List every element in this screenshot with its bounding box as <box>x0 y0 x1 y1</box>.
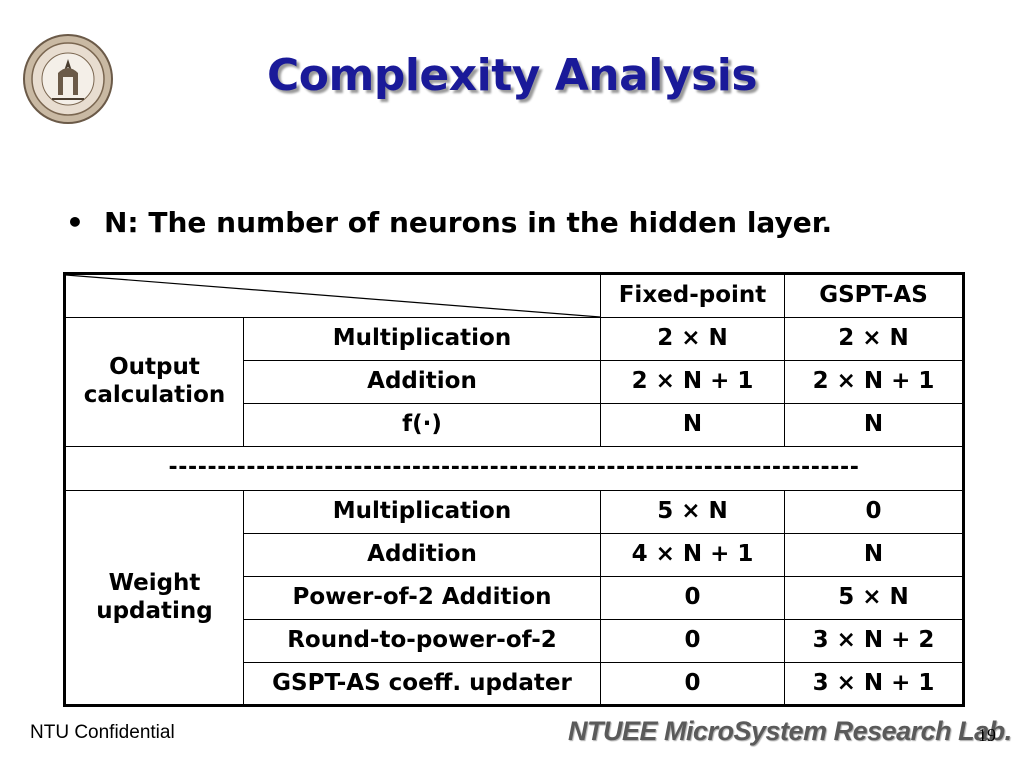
bullet-text: N: The number of neurons in the hidden l… <box>104 206 833 239</box>
fixed-value: 0 <box>600 619 785 663</box>
table-row: Power-of-2 Addition 0 5 × N <box>65 576 964 620</box>
slide-title: Complexity Analysis <box>266 50 758 101</box>
table-row: Addition 4 × N + 1 N <box>65 533 964 577</box>
university-seal-logo <box>23 34 113 124</box>
gspt-value: N <box>784 403 964 447</box>
fixed-value: 2 × N + 1 <box>600 360 785 404</box>
bullet-dot-icon: • <box>66 206 84 239</box>
complexity-table: Fixed-point GSPT-AS Output calculation M… <box>63 272 965 707</box>
diagonal-line <box>66 275 600 317</box>
group-weight-updating: Weight updating <box>64 490 244 706</box>
footer-lab-name: NTUEE MicroSystem Research Lab. <box>568 716 1012 746</box>
gspt-value: 5 × N <box>784 576 964 620</box>
table-row: Round-to-power-of-2 0 3 × N + 2 <box>65 619 964 663</box>
fixed-value: N <box>600 403 785 447</box>
diagonal-header-cell <box>64 273 601 318</box>
separator-row: ----------------------------------------… <box>64 446 964 491</box>
footer-confidential: NTU Confidential <box>30 722 175 743</box>
header-gspt-as: GSPT-AS <box>784 273 964 318</box>
gspt-value: 2 × N + 1 <box>784 360 964 404</box>
op-label: Power-of-2 Addition <box>243 576 601 620</box>
header-fixed-point: Fixed-point <box>600 273 785 318</box>
gspt-value: 2 × N <box>784 317 964 361</box>
op-label: Addition <box>243 533 601 577</box>
fixed-value: 0 <box>600 576 785 620</box>
op-label: Multiplication <box>243 490 601 534</box>
bullet-item: • N: The number of neurons in the hidden … <box>66 206 832 239</box>
op-label: Round-to-power-of-2 <box>243 619 601 663</box>
group-output-calculation: Output calculation <box>64 317 244 447</box>
table-row: f(·) N N <box>65 403 964 447</box>
op-label: f(·) <box>243 403 601 447</box>
gspt-value: 3 × N + 2 <box>784 619 964 663</box>
table-row: GSPT-AS coeff. updater 0 3 × N + 1 <box>65 662 964 706</box>
fixed-value: 5 × N <box>600 490 785 534</box>
table-header-row: Fixed-point GSPT-AS <box>64 273 964 318</box>
gspt-value: 3 × N + 1 <box>784 662 964 706</box>
gspt-value: N <box>784 533 964 577</box>
op-label: GSPT-AS coeff. updater <box>243 662 601 706</box>
op-label: Addition <box>243 360 601 404</box>
table-row: Output calculation Multiplication 2 × N … <box>64 317 964 447</box>
fixed-value: 2 × N <box>600 317 785 361</box>
gspt-value: 0 <box>784 490 964 534</box>
dashed-separator: ----------------------------------------… <box>64 446 964 491</box>
page-number: 19 <box>978 725 996 745</box>
table-row: Weight updating Multiplication 5 × N 0 <box>64 490 964 706</box>
op-label: Multiplication <box>243 317 601 361</box>
fixed-value: 0 <box>600 662 785 706</box>
fixed-value: 4 × N + 1 <box>600 533 785 577</box>
